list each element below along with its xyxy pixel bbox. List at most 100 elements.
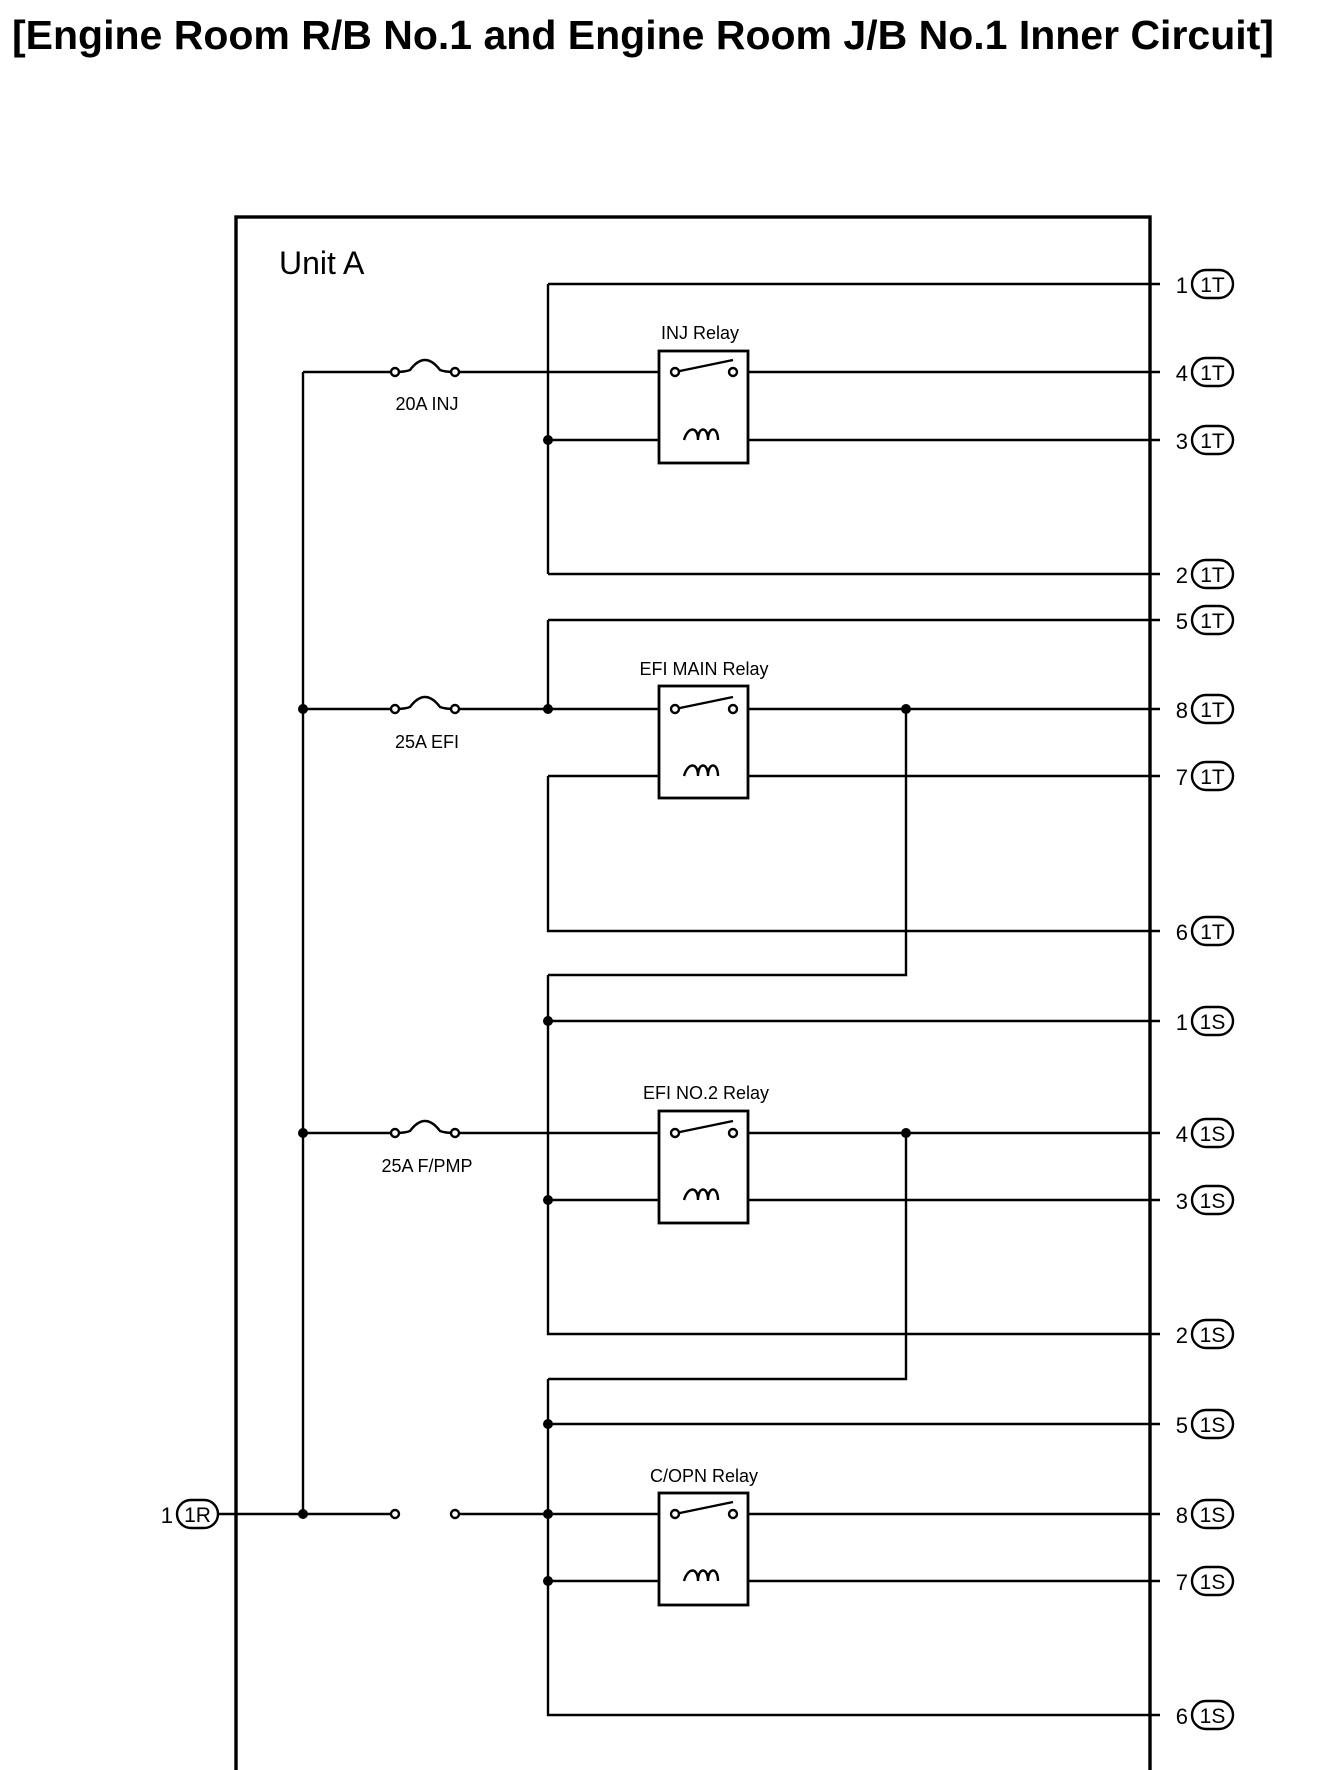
terminal-4-1s: 4 1S: [1176, 1117, 1235, 1149]
connector-label: 1S: [1200, 1414, 1226, 1437]
junction-dot: [298, 1128, 308, 1138]
terminal-pin-number: 8: [1176, 1503, 1188, 1528]
terminal-pin-number: 2: [1176, 1323, 1188, 1348]
connector-label: 1S: [1200, 1504, 1226, 1527]
relay-coil: [682, 1188, 720, 1201]
connector-badge: [1190, 424, 1235, 456]
relay-contact: [727, 1127, 739, 1139]
terminal-3-1t: 3 1T: [1176, 424, 1235, 456]
connector-badge: [1190, 604, 1235, 636]
terminal-2-1s: 2 1S: [1176, 1318, 1235, 1350]
connector-label: 1S: [1200, 1571, 1226, 1594]
fuse-20a-inj: 20A INJ: [389, 358, 461, 414]
input-terminal-1r: 1 1R: [161, 1498, 220, 1530]
junction-dot: [543, 1016, 553, 1026]
terminal-4-1t: 4 1T: [1176, 356, 1235, 388]
relay-contact: [727, 366, 739, 378]
relay-contact: [669, 366, 681, 378]
terminal-pin-number: 7: [1176, 1570, 1188, 1595]
relay-contact: [669, 1127, 681, 1139]
connector-label: 1T: [1200, 699, 1225, 722]
connector-badge: [1190, 268, 1235, 300]
unit-label: Unit A: [279, 245, 365, 281]
connector-label: 1T: [1200, 430, 1225, 453]
connector-label: 1S: [1200, 1123, 1226, 1146]
terminal-pin-number: 3: [1176, 429, 1188, 454]
terminal-pin-number: 1: [1176, 273, 1188, 298]
relay-label: INJ Relay: [661, 323, 739, 343]
connector-label: 1T: [1200, 921, 1225, 944]
terminal-pin-number: 4: [1176, 1122, 1188, 1147]
connector-badge: [1190, 693, 1235, 725]
junction-dot: [543, 1509, 553, 1519]
terminal-7-1s: 7 1S: [1176, 1565, 1235, 1597]
terminal-5-1t: 5 1T: [1176, 604, 1235, 636]
open-link: [389, 1508, 461, 1520]
relay-label: EFI MAIN Relay: [639, 659, 768, 679]
fuse-pin: [449, 1127, 461, 1139]
efi-no2-output-to-lower-wire: [548, 1133, 908, 1381]
connector-label: 1T: [1200, 610, 1225, 633]
fuse-symbol: [394, 695, 456, 711]
link-pin: [389, 1508, 401, 1520]
relay-contact: [727, 1508, 739, 1520]
terminal-pin-number: 1: [1176, 1010, 1188, 1035]
relay-coil: [682, 1569, 720, 1582]
copn-ground-wire: [546, 1379, 1160, 1717]
relay-switch: [674, 358, 734, 374]
fuse-label: 25A F/PMP: [381, 1156, 472, 1176]
junction-dot: [543, 1195, 553, 1205]
junctions: [298, 435, 911, 1586]
connector-badge: [1190, 1408, 1235, 1440]
terminal-pin-number: 1: [161, 1503, 173, 1528]
efi-main-relay: EFI MAIN Relay: [639, 659, 769, 800]
junction-dot: [298, 1509, 308, 1519]
junction-dot: [543, 1419, 553, 1429]
fuse-label: 20A INJ: [395, 394, 458, 414]
connector-badge: [1190, 1498, 1235, 1530]
connector-label: 1S: [1200, 1324, 1226, 1347]
inj-relay: INJ Relay: [657, 323, 750, 465]
terminal-pin-number: 7: [1176, 765, 1188, 790]
fuse-pin: [449, 703, 461, 715]
relay-coil: [682, 428, 720, 441]
relay-contact: [669, 703, 681, 715]
junction-dot: [543, 435, 553, 445]
connector-badge: [1190, 1184, 1235, 1216]
fuse-symbol: [394, 1119, 456, 1135]
c-opn-relay: C/OPN Relay: [650, 1466, 758, 1607]
connector-label: 1T: [1200, 362, 1225, 385]
terminal-pin-number: 2: [1176, 563, 1188, 588]
relay-contact: [727, 703, 739, 715]
terminal-1-1t: 1 1T: [1176, 268, 1235, 300]
connector-label: 1T: [1200, 274, 1225, 297]
terminal-pin-number: 5: [1176, 609, 1188, 634]
relay-label: EFI NO.2 Relay: [643, 1083, 769, 1103]
terminal-pin-number: 6: [1176, 1704, 1188, 1729]
connector-badge: [1190, 1318, 1235, 1350]
efi-main-output-to-lower-wire: [548, 709, 908, 977]
relay-switch: [674, 1500, 734, 1516]
terminal-6-1s: 6 1S: [1176, 1699, 1235, 1731]
connector-badge: [1190, 1565, 1235, 1597]
efi-term6-wire: [546, 776, 1160, 933]
efi-no2-ground-wire: [546, 975, 1160, 1336]
junction-dot: [298, 704, 308, 714]
junction-dot: [543, 1576, 553, 1586]
connector-badge: [175, 1498, 220, 1530]
fuse-pin: [389, 1127, 401, 1139]
connector-badge: [1190, 915, 1235, 947]
fuse-pin: [389, 703, 401, 715]
terminal-pin-number: 3: [1176, 1189, 1188, 1214]
fuse-pin: [389, 366, 401, 378]
terminal-pin-number: 4: [1176, 361, 1188, 386]
wiring: [214, 282, 1160, 1717]
terminal-pin-number: 8: [1176, 698, 1188, 723]
connector-label: 1S: [1200, 1705, 1226, 1728]
